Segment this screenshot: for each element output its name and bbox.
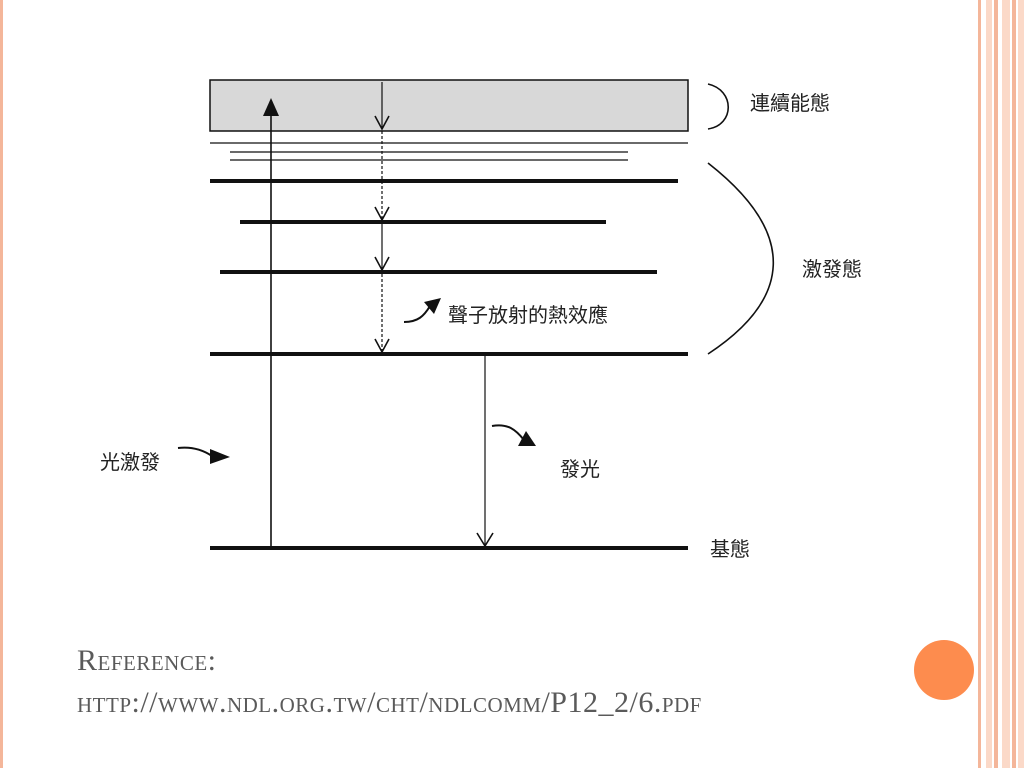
photoexcitation-pointer-head	[210, 449, 230, 464]
frame-stripe	[994, 0, 998, 768]
accent-dot	[914, 640, 974, 700]
excited-brace	[707, 162, 775, 355]
frame-stripe	[1002, 0, 1010, 768]
emission-arrowhead	[476, 532, 494, 548]
label-ground: 基態	[710, 537, 750, 561]
phonon-pointer-head	[424, 298, 441, 314]
emission-pointer	[491, 424, 525, 441]
relaxation-arrowhead-1	[374, 115, 390, 131]
photoexcitation-pointer	[177, 446, 213, 457]
continuum-band	[209, 79, 689, 132]
reference-url[interactable]: http://www.ndl.org.tw/cht/ndlcomm/P12_2/…	[77, 686, 702, 719]
label-excited: 激發態	[802, 257, 862, 281]
relaxation-arrowhead-2	[374, 206, 390, 222]
reference-block: Reference: http://www.ndl.org.tw/cht/ndl…	[77, 640, 917, 724]
frame-stripe	[1018, 0, 1024, 768]
energy-level-diagram: 連續能態 激發態 聲子放射的熱效應 光激發 發光 基態	[100, 79, 862, 561]
relaxation-arrowhead-4	[374, 338, 390, 354]
frame-stripe	[978, 0, 981, 768]
photoexcitation-arrowhead	[263, 98, 279, 116]
label-emission: 發光	[560, 457, 600, 481]
phonon-pointer	[403, 305, 431, 323]
emission-pointer-head	[518, 431, 536, 446]
relaxation-arrowhead-3	[374, 256, 390, 272]
label-photoexcitation: 光激發	[100, 450, 160, 474]
label-continuum: 連續能態	[750, 91, 830, 115]
frame-left-border	[0, 0, 3, 768]
reference-title: Reference:	[77, 644, 217, 677]
frame-stripe	[986, 0, 992, 768]
frame-stripe	[1012, 0, 1016, 768]
label-phonon: 聲子放射的熱效應	[448, 303, 608, 327]
continuum-brace	[707, 83, 730, 130]
